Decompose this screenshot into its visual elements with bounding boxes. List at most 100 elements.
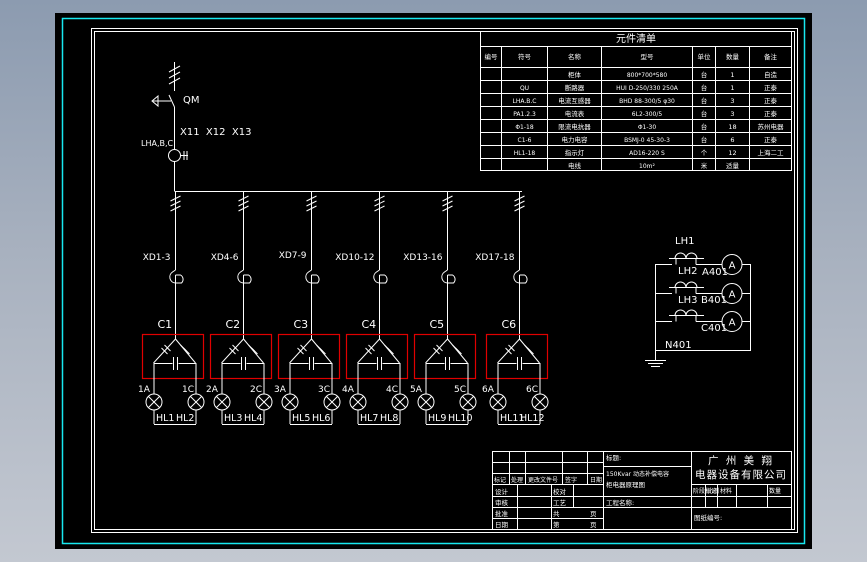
table-cell: 台 — [701, 70, 708, 79]
line-segment — [436, 344, 443, 352]
capacitor-highlight-box — [209, 333, 273, 380]
title-block-info-header: 阶段标记 — [693, 487, 717, 495]
title-block-info-header: 材料 — [720, 487, 732, 495]
table-row: LHA.B.C 电流互感器 BHD 88-300/5 φ30 台 3 正泰 — [513, 96, 778, 105]
table-header-cell: 单位 — [698, 52, 712, 61]
table-cell: 6 — [730, 136, 734, 144]
title-block-header-cell: 签字 — [565, 476, 577, 484]
table-cell: BSMJ-0 45-30-3 — [624, 137, 670, 144]
ct-coil — [674, 281, 698, 288]
title-block-label: 批准 — [495, 509, 509, 518]
fuse-label: XD13-16 — [403, 253, 443, 263]
line-segment — [505, 347, 512, 355]
ammeter-symbol: A — [729, 261, 736, 272]
ct-label: LH1 — [675, 236, 694, 247]
line-segment — [306, 200, 317, 207]
table-cell: 正泰 — [764, 83, 778, 92]
table-cell: 正泰 — [764, 96, 778, 105]
table-cell: 电线 — [568, 161, 582, 170]
table-cell: 12 — [728, 149, 736, 157]
title-block-label: 页 — [590, 510, 597, 518]
table-cell: 柜体 — [568, 70, 582, 79]
line-segment — [379, 338, 400, 364]
title-block-header-cell: 日期 — [590, 476, 602, 484]
company-name: 电器设备有限公司 — [695, 468, 787, 481]
line-segment — [374, 205, 385, 212]
lamp-label: HL1 — [156, 413, 174, 424]
fuse-label: XD1-3 — [143, 253, 171, 263]
line-segment — [229, 347, 236, 355]
table-cell: 指示灯 — [565, 148, 585, 157]
table-cell: 3 — [730, 97, 734, 105]
line-segment — [216, 396, 228, 408]
terminal-label: 2A — [206, 385, 219, 395]
line-segment — [514, 205, 525, 212]
line-segment — [175, 338, 196, 364]
current-transformer-icon — [669, 252, 704, 265]
table-cell: 自造 — [764, 70, 778, 79]
terminal-label: 1A — [138, 385, 151, 395]
capacitor-highlight-box — [485, 333, 549, 380]
line-segment — [284, 396, 296, 408]
line-segment — [442, 195, 453, 202]
three-phase-tick-icon — [306, 195, 317, 212]
fuse-label: XD4-6 — [211, 253, 239, 263]
table-cell: 台 — [701, 109, 708, 118]
title-block-label: 共 — [553, 509, 560, 518]
table-cell: 台 — [701, 96, 708, 105]
circuit-breaker-icon[interactable] — [151, 94, 175, 108]
project-name-label: 工程名称: — [606, 498, 634, 507]
current-transformer-icon — [669, 281, 704, 294]
table-cell: LHA.B.C — [513, 98, 537, 105]
title-block-label: 审核 — [495, 498, 509, 507]
table-cell: 台 — [701, 83, 708, 92]
delta-capacitor-icon — [497, 338, 540, 370]
table-cell: C1-6 — [518, 137, 532, 144]
drawing-title: 柜电器原理图 — [606, 480, 645, 489]
terminal-label: 3C — [318, 385, 330, 395]
lamp-label: HL4 — [244, 413, 262, 424]
terminal-label: 6A — [482, 385, 495, 395]
table-cell: 电流互感器 — [558, 96, 591, 105]
table-cell: Φ1-18 — [515, 124, 534, 131]
ammeter-symbol: A — [729, 318, 736, 329]
table-cell: 限流电抗器 — [558, 122, 591, 131]
line-segment — [311, 338, 332, 364]
table-cell: 正泰 — [764, 109, 778, 118]
table-cell: BHD 88-300/5 φ30 — [619, 98, 675, 105]
line-segment — [251, 347, 258, 355]
table-cell: 米 — [701, 161, 708, 170]
title-block-header-cell: 标记 — [494, 476, 506, 484]
table-cell: 适量 — [726, 161, 740, 170]
line-segment — [527, 347, 534, 355]
table-cell: 3 — [730, 110, 734, 118]
table-header-row: 编号符号名称型号单位数量备注 — [485, 52, 778, 61]
table-cell: 台 — [701, 135, 708, 144]
capacitor-highlight-box — [277, 333, 341, 380]
line-segment — [508, 344, 515, 352]
terminal-label: 5C — [454, 385, 466, 395]
line-segment — [492, 396, 504, 408]
lamp-label: HL10 — [448, 413, 473, 424]
three-phase-tick-icon — [514, 195, 525, 212]
capacitor-label: C5 — [430, 318, 445, 331]
line-segment — [238, 195, 249, 202]
delta-capacitor-icon — [221, 338, 264, 370]
phase-label: B401 — [701, 295, 727, 306]
line-segment — [514, 200, 525, 207]
line-segment — [232, 344, 239, 352]
table-cell: 苏州电器 — [758, 122, 785, 131]
table-cell: 电力电容 — [562, 135, 589, 144]
terminal-label: 1C — [182, 385, 194, 395]
capacitor-highlight-box — [345, 333, 409, 380]
line-segment — [300, 344, 307, 352]
table-cell: 800*700*580 — [627, 72, 668, 79]
